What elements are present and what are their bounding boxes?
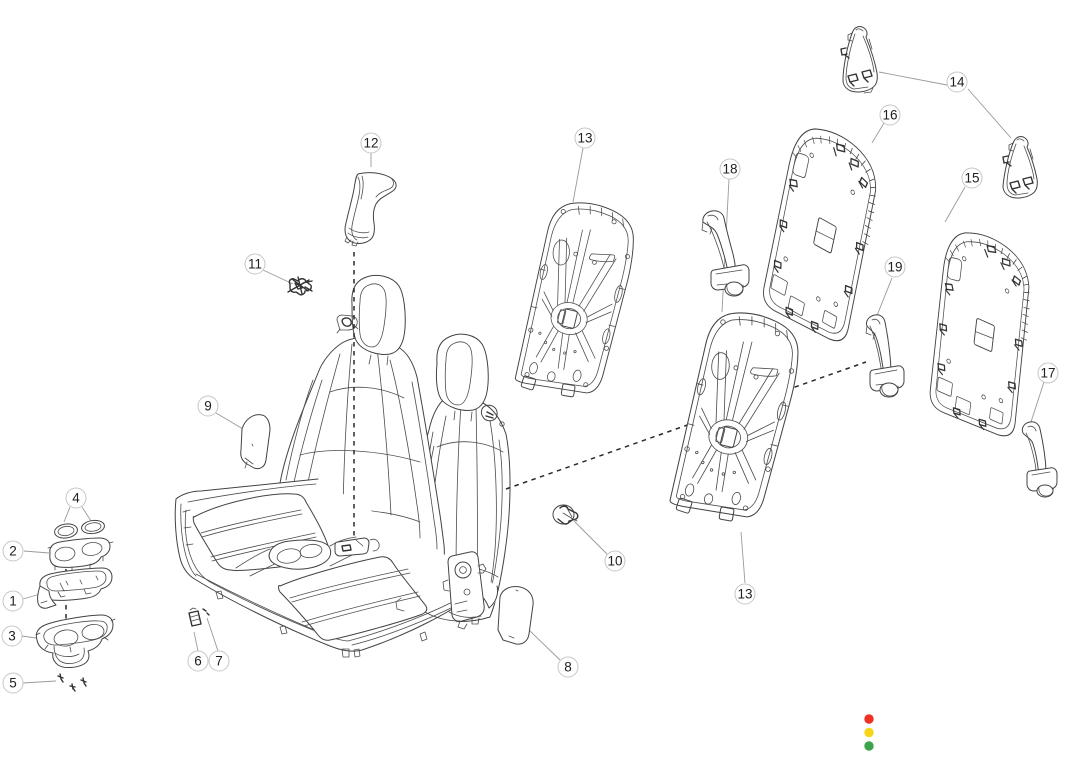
svg-text:19: 19	[887, 260, 902, 275]
svg-text:13: 13	[577, 131, 592, 146]
svg-text:13: 13	[737, 587, 752, 602]
svg-text:6: 6	[194, 654, 202, 669]
svg-text:5: 5	[9, 676, 17, 691]
svg-text:11: 11	[248, 257, 262, 272]
svg-text:9: 9	[204, 399, 212, 414]
svg-text:17: 17	[1040, 366, 1055, 381]
svg-text:14: 14	[949, 75, 965, 90]
svg-text:4: 4	[72, 491, 80, 506]
svg-text:12: 12	[363, 136, 378, 151]
svg-text:10: 10	[607, 554, 622, 569]
svg-text:8: 8	[564, 660, 572, 675]
svg-text:7: 7	[215, 654, 223, 669]
svg-text:1: 1	[9, 594, 17, 609]
svg-text:16: 16	[882, 108, 897, 123]
svg-text:18: 18	[722, 162, 737, 177]
svg-text:2: 2	[9, 544, 17, 559]
svg-text:15: 15	[964, 171, 979, 186]
svg-text:3: 3	[8, 629, 16, 644]
